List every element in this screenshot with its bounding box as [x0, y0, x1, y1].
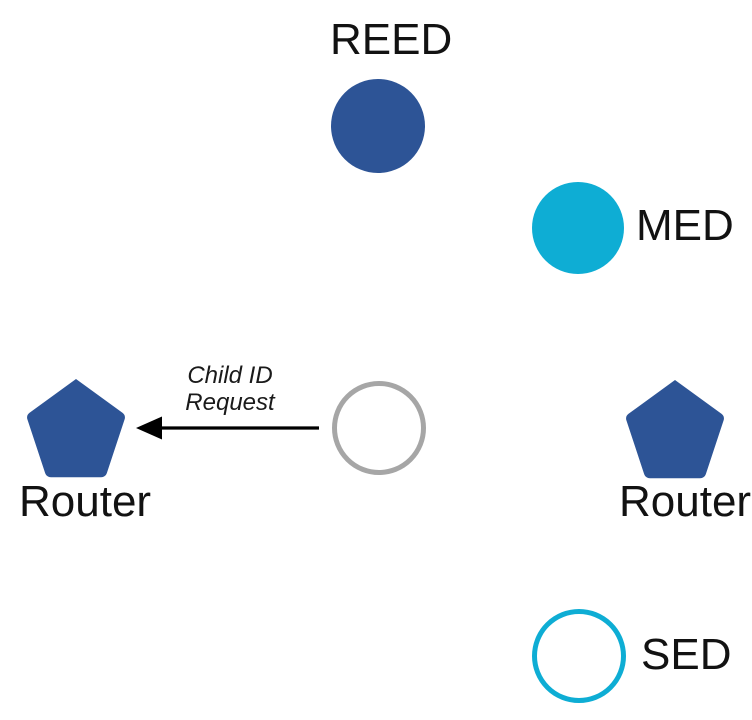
- node-router-right-pentagon[interactable]: [626, 380, 724, 479]
- edge-label-line-2: Request: [185, 389, 275, 416]
- node-med-circle[interactable]: [532, 182, 624, 274]
- edge-label-child-id-request: Child ID Request: [172, 362, 288, 416]
- node-label-router-left: Router: [19, 477, 152, 526]
- node-sed-circle[interactable]: [532, 609, 626, 703]
- node-label-med: MED: [636, 201, 734, 250]
- node-label-reed: REED: [330, 15, 453, 64]
- edge-label-line-1: Child ID: [187, 362, 273, 389]
- node-label-router-right: Router: [619, 477, 752, 526]
- node-label-sed: SED: [641, 630, 732, 679]
- node-reed-circle[interactable]: [331, 79, 425, 173]
- edge-child-id-request-arrowhead: [136, 416, 162, 440]
- node-router-left-pentagon[interactable]: [27, 379, 125, 478]
- node-center-circle[interactable]: [332, 381, 426, 475]
